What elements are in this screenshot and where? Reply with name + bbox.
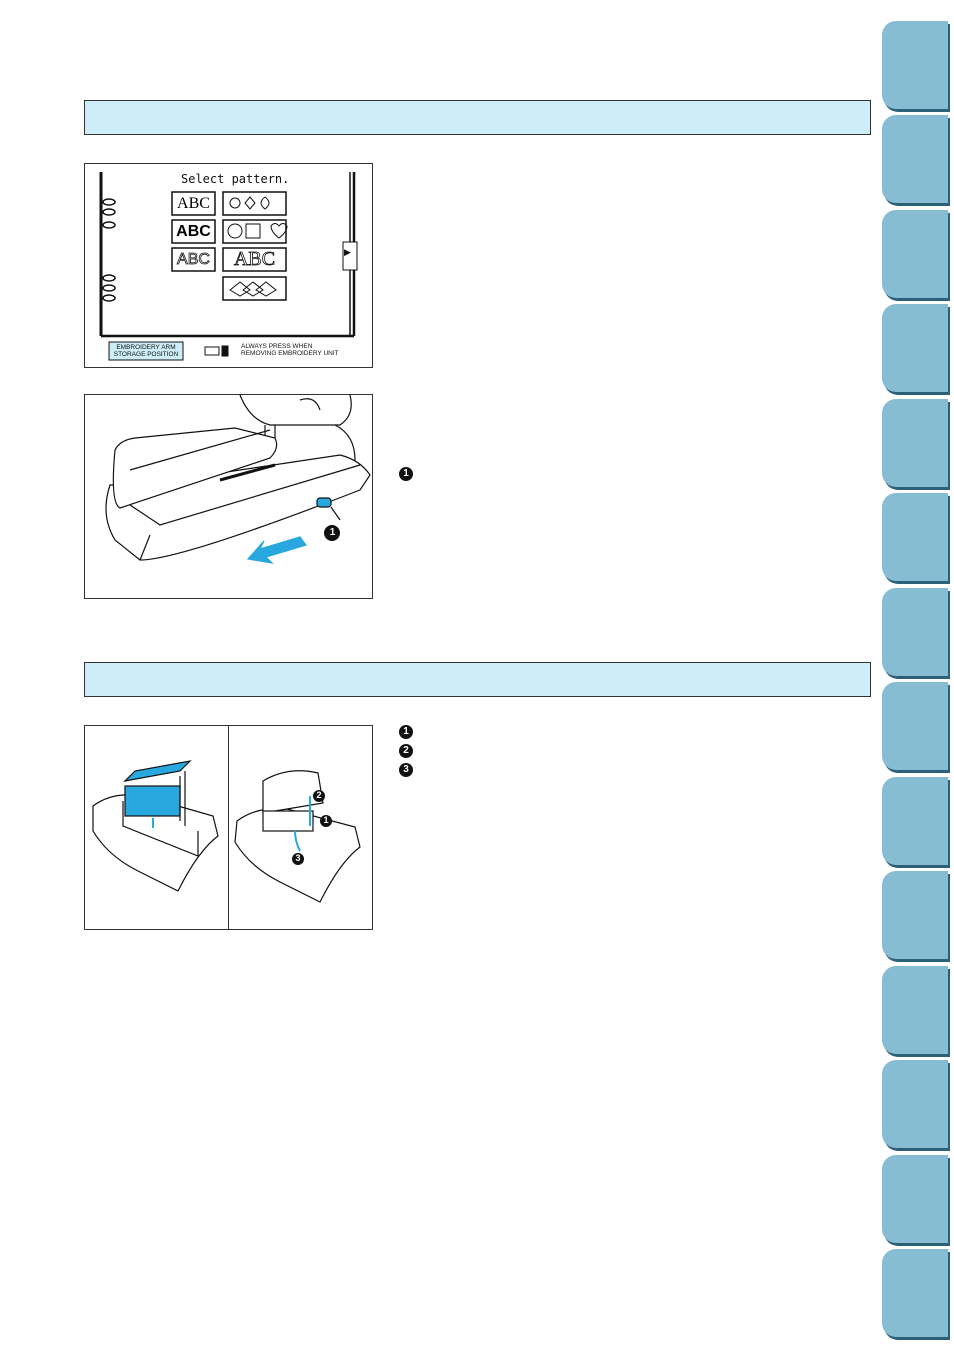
callout-3: 3 bbox=[295, 853, 301, 863]
step-marker-1: 1 bbox=[399, 725, 413, 739]
pattern-button-abc-2[interactable]: ABC bbox=[172, 220, 215, 243]
removal-note: ALWAYS PRESS WHEN REMOVING EMBROIDERY UN… bbox=[241, 343, 339, 357]
frame-shapes-icon bbox=[227, 223, 288, 239]
storage-position-button[interactable]: EMBROIDERY ARM STORAGE POSITION bbox=[109, 342, 183, 360]
lcd-screen-illustration bbox=[99, 172, 358, 361]
pointing-hand-icon bbox=[204, 345, 229, 357]
side-tab-14[interactable] bbox=[882, 1249, 948, 1337]
binder-rings bbox=[102, 198, 116, 302]
callout-2: 2 bbox=[316, 790, 322, 800]
removal-note-line-1: ALWAYS PRESS WHEN bbox=[241, 343, 313, 350]
cards-icon bbox=[229, 281, 277, 297]
pattern-button-label: ABC bbox=[176, 222, 211, 240]
callout-1: 1 bbox=[329, 527, 336, 538]
storage-illustration bbox=[92, 760, 361, 903]
lcd-screen-figure: Select pattern. ABC ABC ABC ABC ▶ EMBROI… bbox=[84, 163, 373, 368]
pattern-button-label: ABC bbox=[177, 250, 211, 268]
screen-title: Select pattern. bbox=[181, 172, 290, 186]
step-marker-3: 3 bbox=[399, 763, 413, 777]
side-tab-1[interactable] bbox=[882, 21, 948, 109]
section-header-bar-2 bbox=[84, 662, 871, 697]
embroidery-unit-illustration bbox=[105, 395, 371, 564]
embroidery-unit-removal-figure: 1 bbox=[84, 394, 373, 599]
storage-button-line-1: EMBROIDERY ARM bbox=[116, 344, 176, 351]
floral-pattern-icon bbox=[229, 196, 270, 210]
side-tab-4[interactable] bbox=[882, 304, 948, 392]
pattern-button-label: ABC bbox=[177, 194, 210, 212]
side-tab-9[interactable] bbox=[882, 777, 948, 865]
page-next-arrow[interactable]: ▶ bbox=[344, 247, 351, 257]
pattern-button-abc-3[interactable]: ABC bbox=[172, 248, 215, 271]
pattern-button-floral[interactable] bbox=[223, 192, 286, 215]
pattern-button-abc-1[interactable]: ABC bbox=[172, 192, 215, 215]
side-tab-5[interactable] bbox=[882, 399, 948, 487]
figure-divider bbox=[228, 726, 229, 929]
side-tab-7[interactable] bbox=[882, 588, 948, 676]
step-marker-1: 1 bbox=[399, 467, 413, 481]
side-tab-3[interactable] bbox=[882, 210, 948, 298]
pattern-button-cards[interactable] bbox=[223, 277, 286, 300]
storage-button-line-2: STORAGE POSITION bbox=[113, 351, 179, 358]
side-tab-12[interactable] bbox=[882, 1060, 948, 1148]
side-tab-2[interactable] bbox=[882, 115, 948, 203]
storage-figure: 2 1 3 bbox=[84, 725, 373, 930]
callout-1: 1 bbox=[323, 815, 329, 825]
side-tab-10[interactable] bbox=[882, 871, 948, 959]
side-tab-13[interactable] bbox=[882, 1155, 948, 1243]
pattern-button-label: ABC bbox=[233, 248, 276, 271]
side-tab-11[interactable] bbox=[882, 966, 948, 1054]
removal-note-line-2: REMOVING EMBROIDERY UNIT bbox=[241, 350, 339, 357]
section-header-bar-1 bbox=[84, 100, 871, 135]
step-marker-2: 2 bbox=[399, 744, 413, 758]
pattern-button-abc-4[interactable]: ABC bbox=[223, 248, 286, 271]
side-tab-6[interactable] bbox=[882, 493, 948, 581]
pattern-button-frames[interactable] bbox=[223, 220, 286, 243]
side-tab-8[interactable] bbox=[882, 682, 948, 770]
